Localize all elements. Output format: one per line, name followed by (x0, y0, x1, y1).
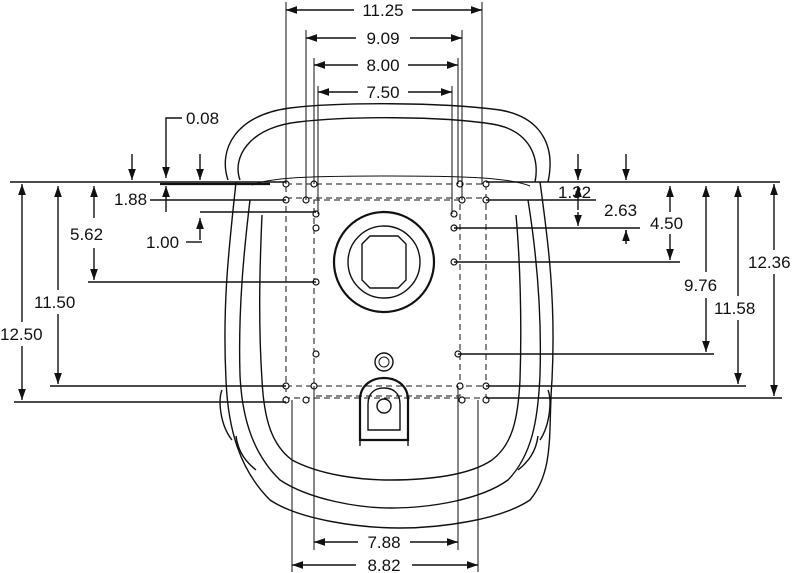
dim-7-50: 7.50 (366, 83, 399, 102)
dim-1-00: 1.00 (146, 233, 179, 252)
dim-9-09: 9.09 (366, 29, 399, 48)
top-dimensions: 11.25 9.09 8.00 7.50 (285, 1, 483, 214)
mounting-pattern (285, 183, 487, 399)
dim-11-50: 11.50 (34, 293, 75, 312)
dim-11-25: 11.25 (362, 1, 403, 20)
bottom-dimensions: 7.88 8.82 (291, 386, 479, 573)
dim-4-50: 4.50 (650, 214, 683, 233)
dim-9-76: 9.76 (684, 276, 717, 295)
dim-1-32: 1.32 (558, 183, 591, 202)
latch-handle (358, 376, 410, 446)
dim-7-88: 7.88 (367, 533, 400, 552)
center-swivel-boss (332, 210, 436, 372)
dim-8-00: 8.00 (366, 56, 399, 75)
left-dimensions: 0.08 1.88 1.00 5.62 11.50 12.50 (0, 109, 316, 403)
seat-outline (219, 103, 554, 529)
dim-12-50: 12.50 (0, 325, 43, 344)
dim-12-36: 12.36 (748, 253, 791, 272)
dim-5-62: 5.62 (70, 225, 103, 244)
dim-2-63: 2.63 (604, 201, 637, 220)
dim-8-82: 8.82 (367, 556, 400, 573)
dim-0-08: 0.08 (186, 109, 219, 128)
dim-11-58: 11.58 (714, 299, 755, 318)
dim-1-88: 1.88 (114, 190, 147, 209)
right-dimensions: 1.32 2.63 4.50 9.76 11.58 12.36 (454, 154, 791, 399)
